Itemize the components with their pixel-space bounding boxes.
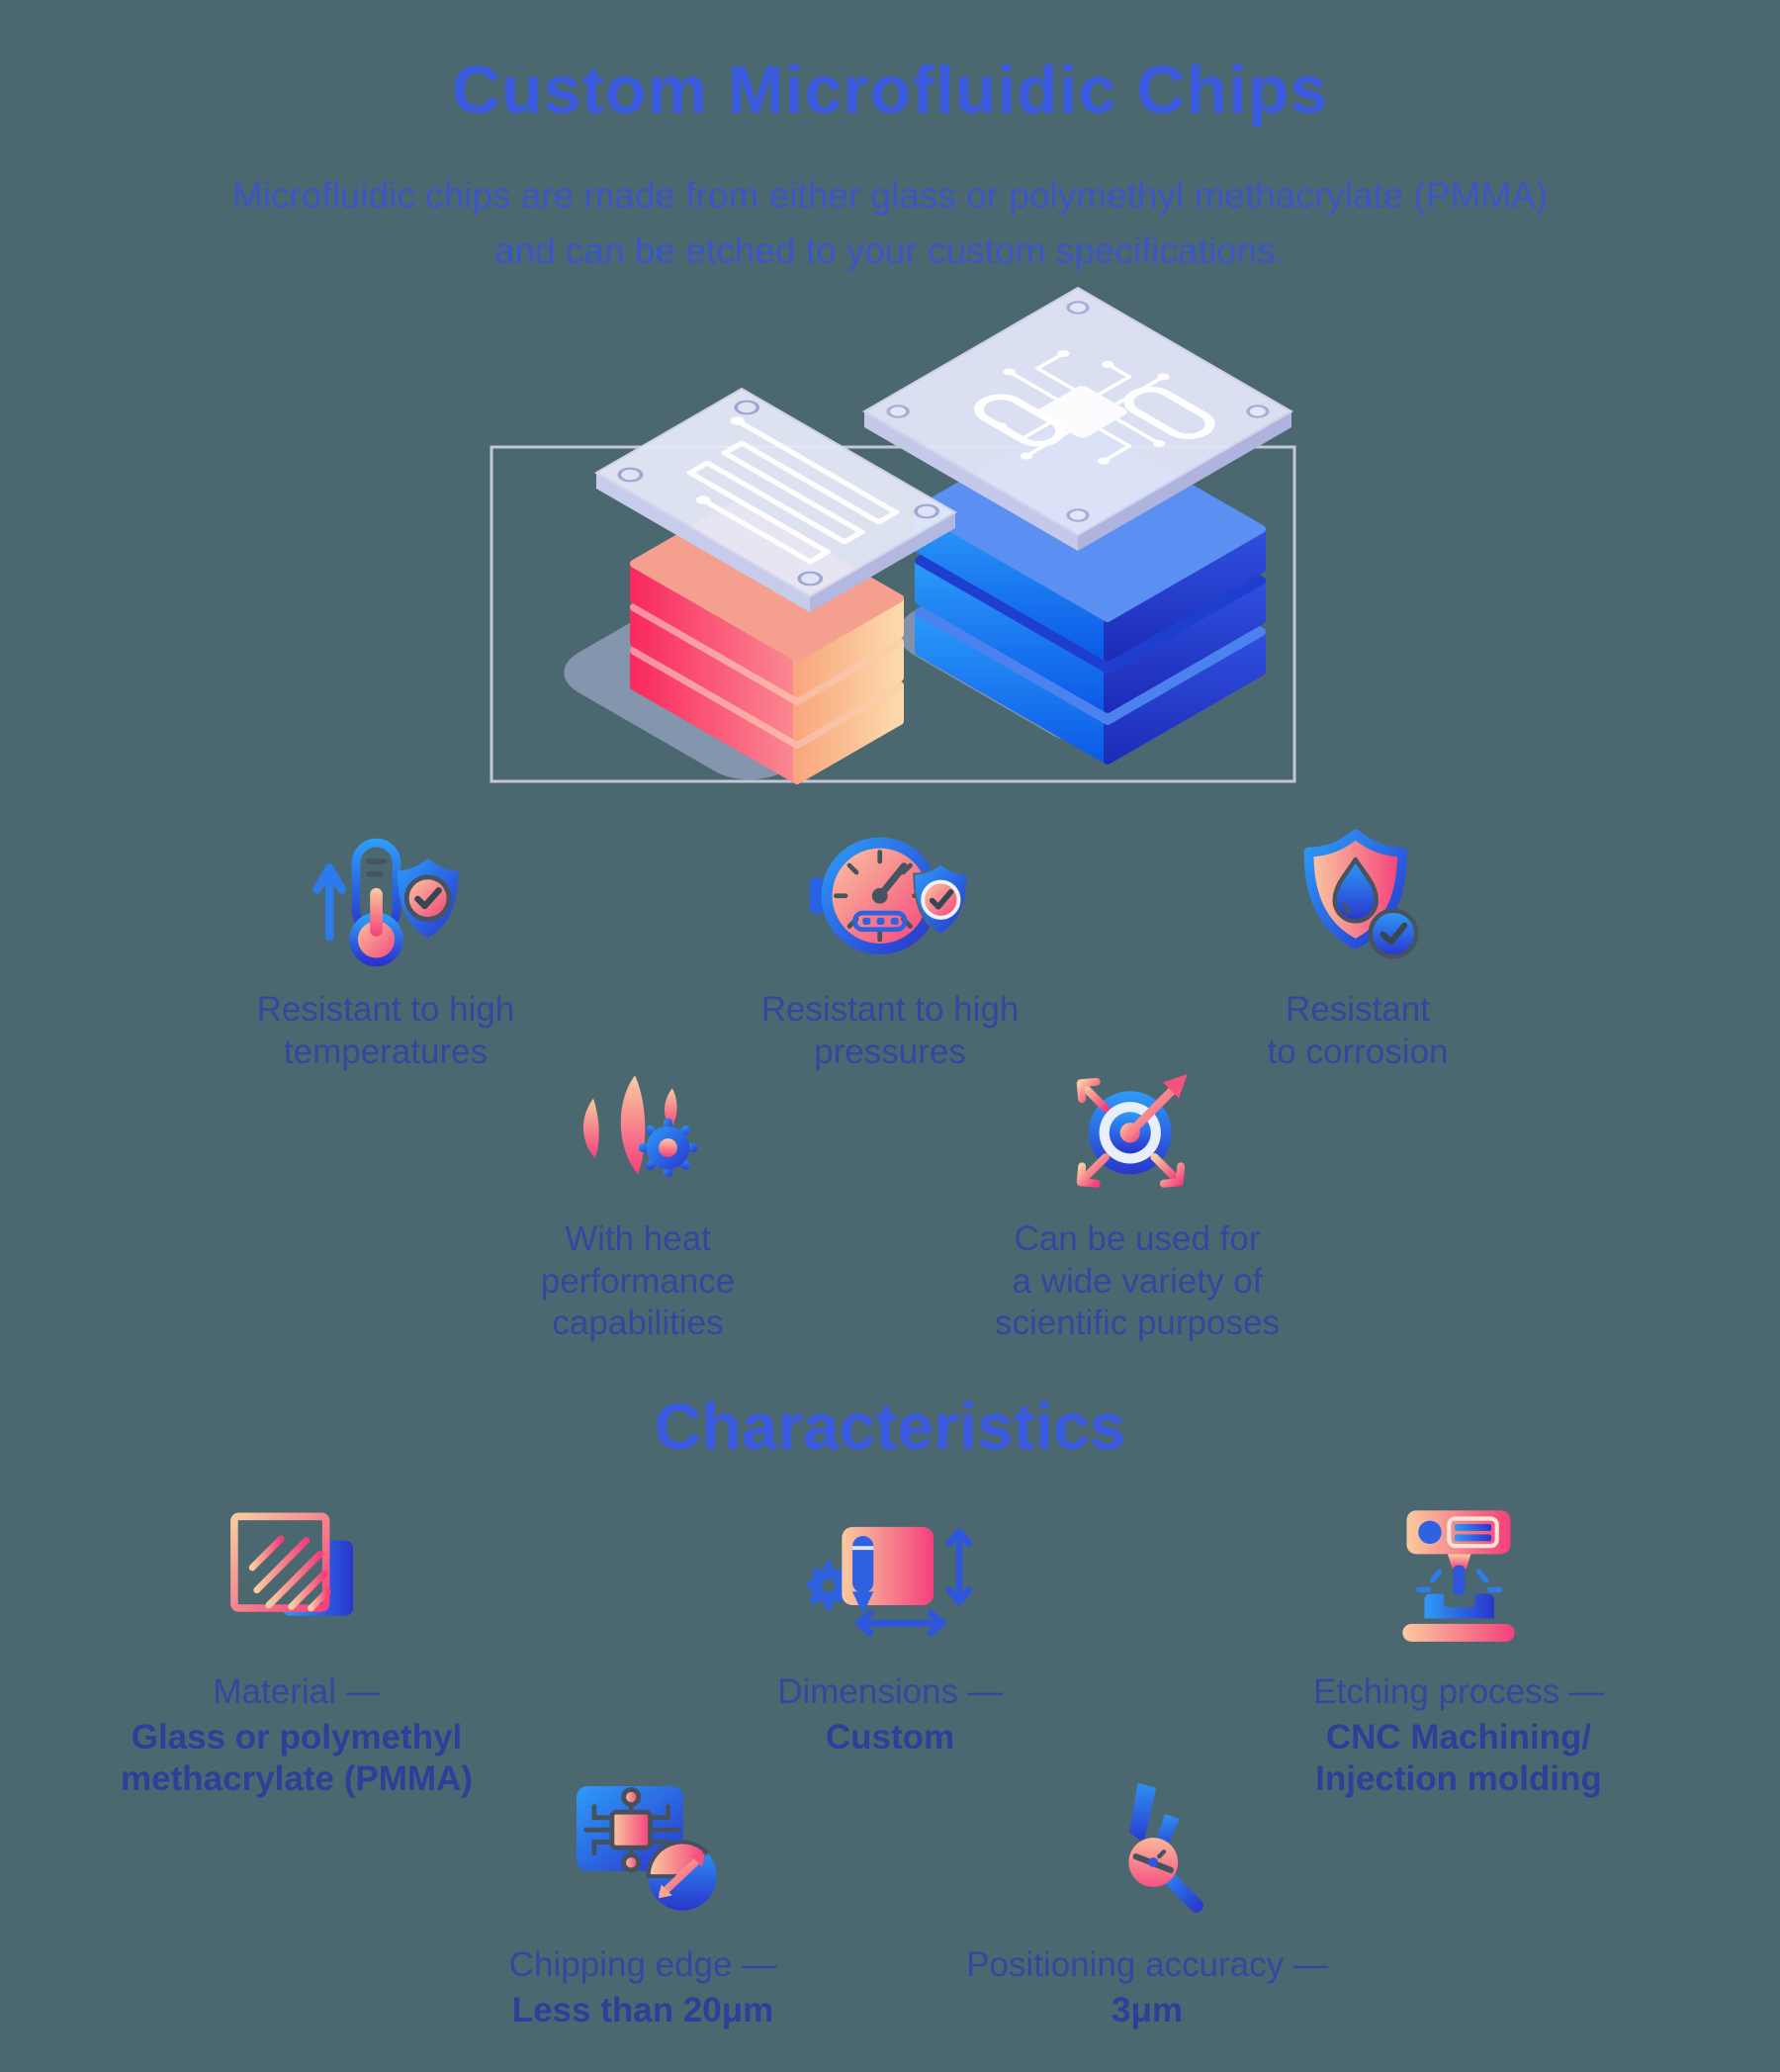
feature-scientific-purposes: Can be used for a wide variety of scient… (930, 1050, 1345, 1345)
char-value: 3μm (1112, 1991, 1183, 2029)
serpentine-channel (617, 400, 939, 586)
feature-caption: Resistant to corrosion (1267, 990, 1449, 1071)
char-label: Dimensions — (777, 1672, 1003, 1711)
dimensions-icon (806, 1526, 973, 1637)
target-arrows-icon (1076, 1073, 1188, 1188)
frame-rect (490, 445, 1296, 783)
feature-temperatures: Resistant to high temperatures (178, 821, 593, 1073)
char-label: Positioning accuracy — (966, 1945, 1328, 1984)
page-subtitle: Microfluidic chips are made from either … (231, 175, 1549, 271)
heat-gear-icon (582, 1075, 698, 1178)
char-value: CNC Machining/ Injection molding (1315, 1718, 1602, 1798)
feature-caption: Resistant to high temperatures (256, 990, 515, 1071)
chips-illustration (435, 272, 1345, 801)
char-label: Chipping edge — (508, 1945, 777, 1984)
feature-heat-performance: With heat performance capabilities (430, 1050, 846, 1345)
char-positioning: Positioning accuracy — 3μm (920, 1768, 1375, 2031)
char-value: Glass or polymethyl methacrylate (PMMA) (121, 1718, 473, 1798)
corrosion-shield-icon (1303, 829, 1419, 959)
char-value: Custom (825, 1718, 955, 1757)
chip-edge-icon (576, 1785, 717, 1911)
caliper-icon (1128, 1782, 1203, 1913)
chips-illustration-art (490, 286, 1296, 784)
feature-caption: Resistant to high pressures (760, 990, 1020, 1071)
char-label: Etching process — (1313, 1672, 1604, 1711)
thermometer-shield-icon (312, 838, 459, 967)
char-dimensions: Dimensions — Custom (672, 1495, 1108, 1758)
pressure-gauge-shield-icon (809, 837, 969, 954)
feature-caption: Can be used for a wide variety of scient… (995, 1219, 1280, 1343)
pink-glass-plate (594, 387, 957, 612)
cnc-machine-icon (1402, 1510, 1515, 1642)
feature-pressures: Resistant to high pressures (682, 821, 1098, 1073)
char-label: Material — (213, 1672, 381, 1711)
glass-material-icon (230, 1512, 353, 1616)
blue-glass-plate (862, 286, 1293, 551)
char-material: Material — Glass or polymethyl methacryl… (79, 1495, 514, 1800)
feature-corrosion: Resistant to corrosion (1150, 821, 1565, 1073)
characteristics-heading: Characteristics (654, 1390, 1126, 1463)
circuit-pattern (886, 301, 1270, 522)
feature-caption: With heat performance capabilities (540, 1219, 736, 1343)
page-title: Custom Microfluidic Chips (451, 52, 1329, 128)
char-chipping-edge: Chipping edge — Less than 20μm (425, 1768, 860, 2031)
char-value: Less than 20μm (511, 1991, 774, 2029)
char-etching: Etching process — CNC Machining/ Injecti… (1241, 1495, 1676, 1800)
blue-chip-stack (915, 416, 1266, 765)
